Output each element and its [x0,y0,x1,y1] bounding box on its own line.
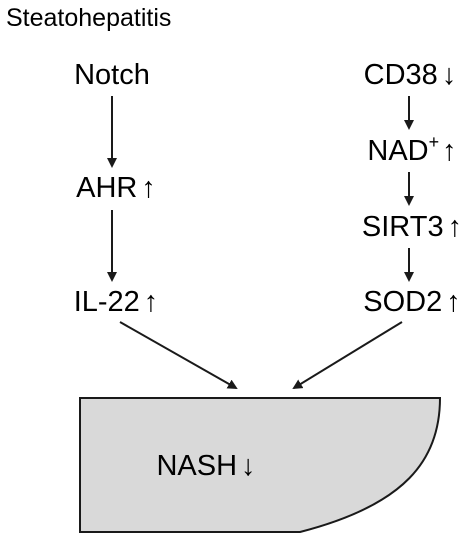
node-sod2-label: SOD2 [363,286,442,318]
up-arrow-icon: ↑ [144,286,159,318]
node-notch: Notch [74,59,150,91]
up-arrow-icon: ↑ [442,135,457,167]
node-nad-label: NAD [367,135,428,167]
node-sirt3-label: SIRT3 [362,211,444,243]
outcome-box [79,397,442,533]
node-notch-label: Notch [74,59,150,91]
node-nad: NAD+↑ [367,132,456,167]
node-cd38-label: CD38 [364,59,438,91]
node-nad-superscript: + [429,132,440,152]
arrow-sod2-to-nash [292,321,403,390]
node-sod2: SOD2↑ [363,286,460,318]
node-il22: IL-22↑ [74,286,159,318]
up-arrow-icon: ↑ [446,286,461,318]
node-ahr-label: AHR [76,172,137,204]
node-cd38: CD38↓ [364,59,457,91]
node-nash: NASH↓ [156,450,255,482]
down-arrow-icon: ↓ [241,450,256,482]
node-sirt3: SIRT3↑ [362,211,462,243]
node-nash-label: NASH [156,450,237,482]
node-il22-label: IL-22 [74,286,140,318]
node-ahr: AHR↑ [76,172,156,204]
down-arrow-icon: ↓ [442,59,457,91]
diagram-title: Steatohepatitis [6,4,171,32]
up-arrow-icon: ↑ [448,211,463,243]
arrow-il22-to-nash [119,321,238,389]
up-arrow-icon: ↑ [141,172,156,204]
